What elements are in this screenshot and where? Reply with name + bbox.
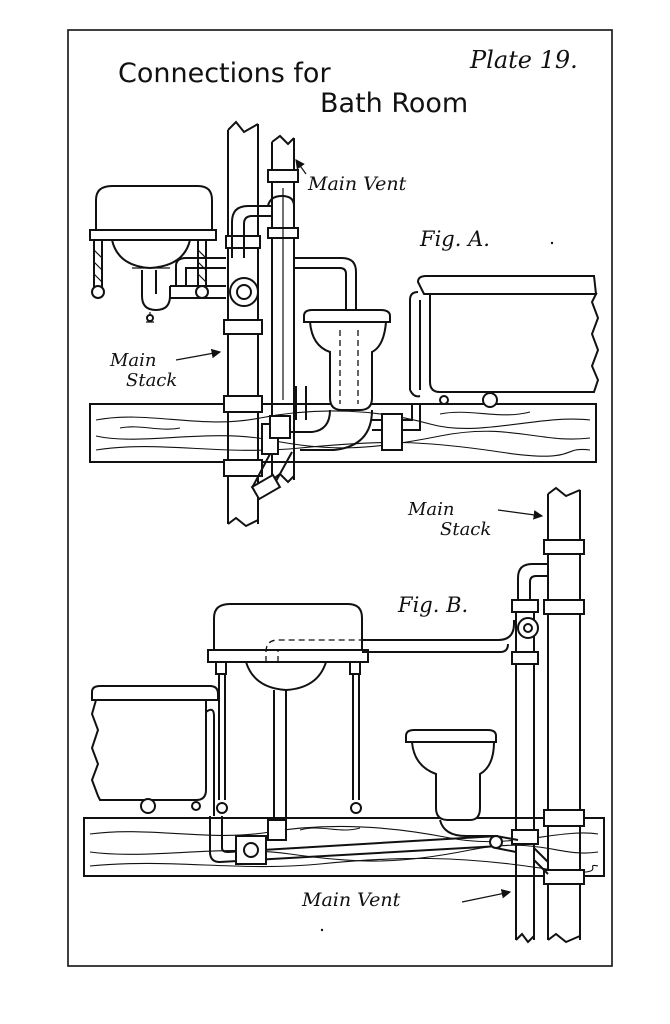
plate-border bbox=[67, 29, 613, 967]
fig-b-main-stack-callout: Main Stack bbox=[407, 499, 544, 540]
print-mark-dot bbox=[320, 928, 324, 932]
fig-a-soil-branch bbox=[250, 386, 373, 501]
print-mark-dot bbox=[550, 241, 554, 245]
fig-a-main-stack bbox=[223, 120, 263, 528]
fig-a-main-stack-callout: Main Stack bbox=[109, 348, 222, 391]
fig-a-vent-loop bbox=[231, 194, 295, 258]
fig-a-floor-joist bbox=[89, 403, 597, 463]
fig-b-label: Fig. B. bbox=[397, 593, 468, 617]
fig-a-bath-trap bbox=[372, 404, 421, 451]
fig-b-main-stack-label-1: Main bbox=[407, 499, 455, 520]
fig-b-lavatory bbox=[207, 603, 369, 820]
plate-title-line1: Connections for bbox=[118, 58, 331, 89]
plate-number: Plate 19. bbox=[469, 46, 578, 74]
fig-a-main-vent-label: Main Vent bbox=[307, 173, 407, 195]
fig-b-main-vent-callout: Main Vent bbox=[301, 889, 512, 911]
fig-b: Fig. B. bbox=[83, 486, 605, 944]
fig-a-water-closet bbox=[294, 257, 391, 411]
fig-b-waste-line bbox=[209, 816, 519, 865]
fig-b-main-stack bbox=[543, 486, 585, 944]
fig-a-bathtub bbox=[409, 275, 600, 408]
fig-b-bathtub bbox=[90, 685, 219, 816]
fig-a-main-stack-label-1: Main bbox=[109, 350, 157, 371]
fig-b-floor-joist bbox=[83, 817, 605, 877]
fig-b-main-vent-label: Main Vent bbox=[301, 889, 401, 911]
fig-b-lav-vent bbox=[362, 617, 539, 653]
plate-title-line2: Bath Room bbox=[320, 88, 468, 119]
fig-a: Fig. A. bbox=[89, 120, 600, 528]
fig-a-main-vent-callout: Main Vent bbox=[295, 159, 407, 195]
fig-a-main-stack-label-2: Stack bbox=[126, 370, 177, 391]
fig-b-main-stack-label-2: Stack bbox=[440, 519, 491, 540]
fig-b-main-vent bbox=[511, 563, 549, 944]
fig-a-lavatory bbox=[89, 185, 259, 323]
fig-a-label: Fig. A. bbox=[419, 227, 490, 251]
fig-b-water-closet bbox=[405, 729, 498, 837]
